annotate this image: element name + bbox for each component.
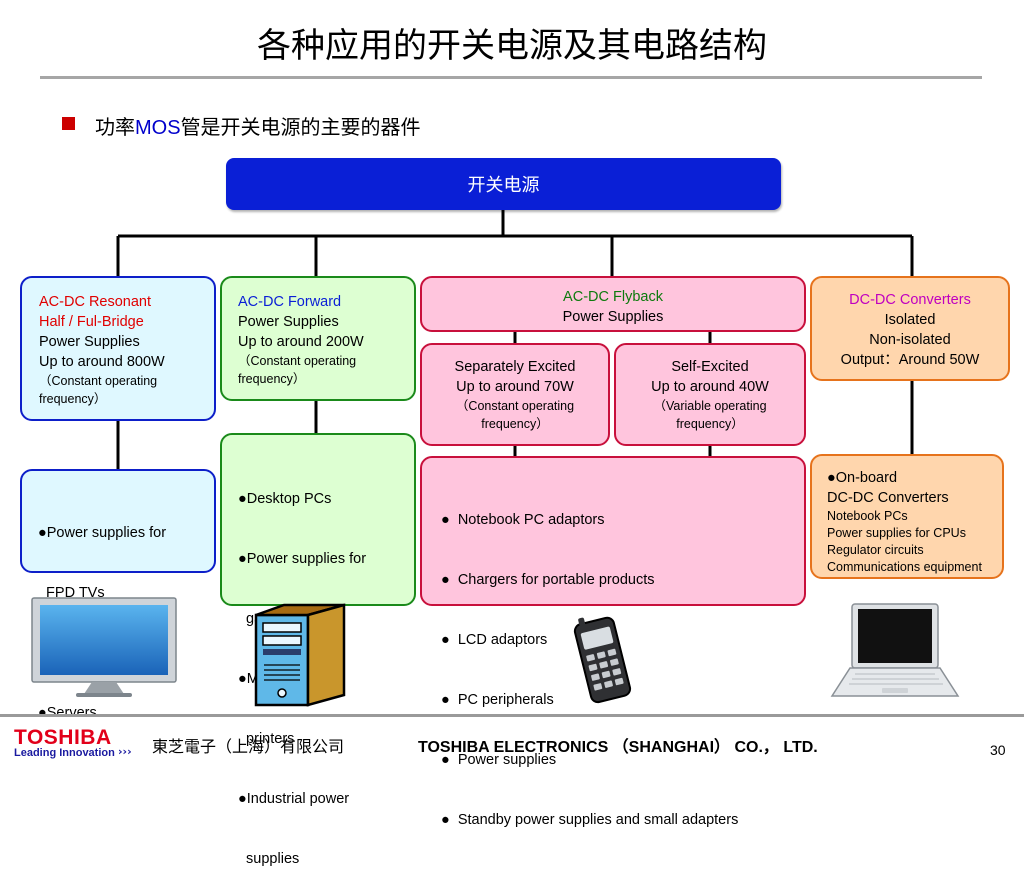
- separate-line1: Separately Excited: [454, 359, 576, 375]
- title-divider: [40, 76, 982, 79]
- separately-excited-box: Separately Excited Up to around 70W （Con…: [420, 343, 610, 446]
- toshiba-logo: TOSHIBA: [14, 726, 112, 749]
- desktop-pc-icon: [254, 603, 346, 707]
- list-item: ●Power supplies for: [38, 525, 167, 541]
- dcdc-line3: Output：Around 50W: [840, 352, 980, 368]
- bullet-prefix: 功率: [95, 115, 135, 139]
- list-item: printers: [238, 731, 295, 747]
- forward-title: AC-DC Forward: [238, 294, 342, 310]
- resonant-line2: Up to around 800W: [39, 354, 165, 370]
- self-excited-box: Self-Excited Up to around 40W （Variable …: [614, 343, 806, 446]
- dcdc-apps-head1: ●On-board: [827, 470, 898, 486]
- dcdc-title: DC-DC Converters: [849, 292, 971, 308]
- company-name-en: TOSHIBA ELECTRONICS （SHANGHAI） CO.， LTD.: [418, 739, 818, 756]
- dcdc-line2: Non-isolated: [869, 332, 951, 348]
- forward-note1: （Constant operating: [238, 354, 357, 368]
- list-item: Power supplies for CPUs: [827, 526, 966, 540]
- tagline: Leading Innovation: [14, 747, 115, 759]
- forward-note2: frequency）: [238, 372, 306, 386]
- list-item: Notebook PCs: [827, 509, 908, 523]
- tv-icon: [31, 597, 177, 697]
- forward-apps-box: ●Desktop PCs ●Power supplies for game co…: [220, 433, 416, 867]
- forward-box: AC-DC Forward Power Supplies Up to aroun…: [220, 276, 416, 401]
- page-title: 各种应用的开关电源及其电路结构: [257, 26, 767, 66]
- self-note1: （Variable operating: [653, 399, 767, 413]
- resonant-note1: （Constant operating: [39, 374, 158, 388]
- list-item: ●Servers: [38, 705, 97, 721]
- list-item: supplies: [238, 851, 300, 867]
- laptop-icon: [830, 603, 960, 697]
- dcdc-apps-head2: DC-DC Converters: [827, 490, 949, 506]
- self-line1: Self-Excited: [671, 359, 749, 375]
- switching-power-root: 开关电源: [226, 158, 781, 210]
- dcdc-apps-box: ●On-board DC-DC Converters Notebook PCs …: [810, 454, 1004, 579]
- list-item: FPD TVs: [38, 585, 105, 601]
- flyback-title: AC-DC Flyback: [563, 289, 663, 305]
- page-number: 30: [990, 742, 1006, 758]
- separate-note1: （Constant operating: [455, 399, 575, 413]
- list-item: ●Power supplies for: [238, 551, 367, 567]
- list-item: ● Power supplies: [441, 752, 557, 768]
- list-item: ●Desktop PCs: [238, 491, 332, 507]
- list-item: ● LCD adaptors: [441, 632, 548, 648]
- flyback-line1: Power Supplies: [562, 309, 664, 325]
- resonant-apps-box: ●Power supplies for FPD TVs ●Desktop PCs…: [20, 469, 216, 721]
- resonant-title2: Half / Ful-Bridge: [39, 314, 144, 330]
- list-item: Communications equipment: [827, 560, 982, 574]
- list-item: ●Industrial power: [238, 791, 350, 807]
- bullet-text: 功率MOS管是开关电源的主要的器件: [95, 111, 421, 140]
- dcdc-box: DC-DC Converters Isolated Non-isolated O…: [810, 276, 1010, 381]
- resonant-box: AC-DC Resonant Half / Ful-Bridge Power S…: [20, 276, 216, 421]
- separate-note2: frequency）: [481, 417, 549, 431]
- self-note2: frequency）: [676, 417, 744, 431]
- chevrons-icon: ›››: [118, 745, 132, 758]
- flyback-box: AC-DC Flyback Power Supplies: [420, 276, 806, 332]
- footer-divider: [0, 714, 1024, 717]
- list-item: ● PC peripherals: [441, 692, 554, 708]
- self-line2: Up to around 40W: [651, 379, 769, 395]
- dcdc-line1: Isolated: [884, 312, 936, 328]
- list-item: Regulator circuits: [827, 543, 924, 557]
- flyback-apps-box: ● Notebook PC adaptors ● Chargers for po…: [420, 456, 806, 828]
- list-item: ● Notebook PC adaptors: [441, 512, 605, 528]
- list-item: ● Chargers for portable products: [441, 572, 655, 588]
- list-item: ● Standby power supplies and small adapt…: [441, 812, 739, 828]
- bullet-suffix: 管是开关电源的主要的器件: [180, 115, 421, 139]
- phone-icon: [573, 616, 632, 704]
- separate-line2: Up to around 70W: [456, 379, 574, 395]
- resonant-line1: Power Supplies: [39, 334, 140, 350]
- company-name-cn: 東芝電子（上海）有限公司: [152, 737, 345, 756]
- bullet-highlight: MOS: [135, 117, 181, 139]
- resonant-title1: AC-DC Resonant: [39, 294, 152, 310]
- connector-lines: [116, 210, 914, 469]
- forward-line2: Up to around 200W: [238, 334, 364, 350]
- square-bullet-icon: [62, 117, 75, 130]
- forward-line1: Power Supplies: [238, 314, 339, 330]
- resonant-note2: frequency）: [39, 392, 107, 406]
